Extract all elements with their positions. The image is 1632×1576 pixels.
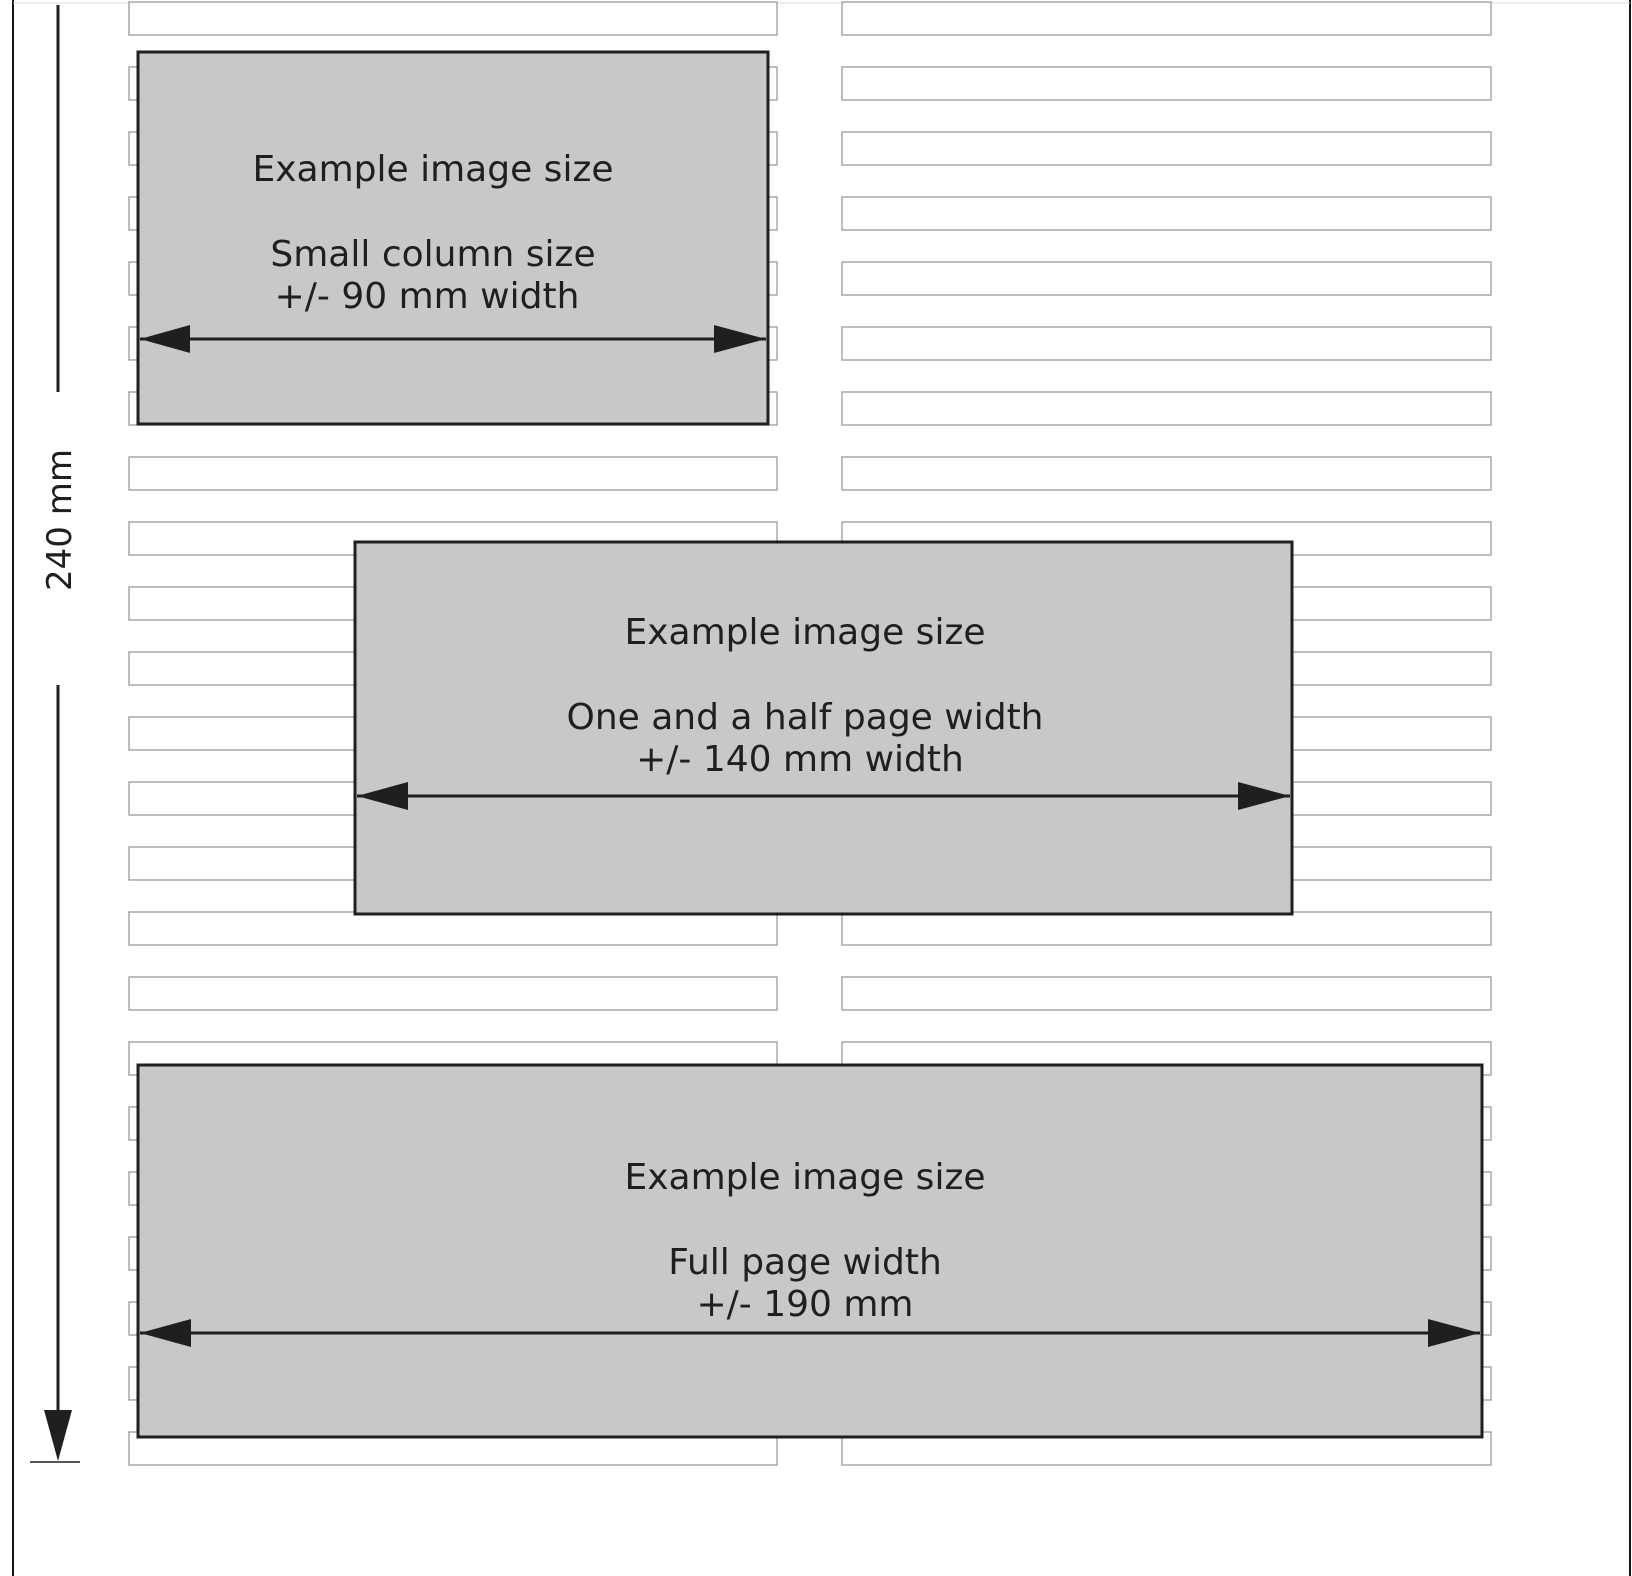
box-one-and-half: Example image size One and a half page w… [353, 540, 1294, 916]
box-small-column-area [136, 50, 770, 426]
box-full-page-line2: +/- 190 mm [696, 1284, 913, 1325]
height-dimension-label: 240 mm [40, 449, 80, 591]
box-full-page-line1: Full page width [668, 1242, 942, 1283]
box-one-and-half-line1: One and a half page width [567, 697, 1044, 738]
text-line-row-right [841, 261, 1492, 296]
text-line-row-right [841, 1, 1492, 36]
arrow-left-icon [357, 782, 408, 810]
arrow-left-icon [140, 1319, 191, 1347]
text-line-row-right [841, 131, 1492, 166]
text-line-row-right [841, 911, 1492, 946]
text-line-row-left [128, 911, 778, 946]
text-line-row-left [128, 976, 778, 1011]
text-line-row-right [841, 196, 1492, 231]
box-small-column-heading: Example image size [252, 149, 613, 190]
box-full-page-heading: Example image size [624, 1157, 985, 1198]
box-small-column-line1: Small column size [270, 234, 595, 275]
text-line-row-right [841, 976, 1492, 1011]
arrow-right-icon [1238, 782, 1290, 810]
box-full-page-area [136, 1063, 1484, 1439]
arrow-down-icon [44, 1410, 72, 1461]
arrow-right-icon [1428, 1319, 1480, 1347]
box-one-and-half-heading: Example image size [624, 612, 985, 653]
text-line-row-left [128, 1, 778, 36]
text-line-row-left [128, 456, 778, 491]
arrow-left-icon [140, 325, 190, 353]
box-full-page: Example image size Full page width +/- 1… [136, 1063, 1484, 1439]
text-line-row-right [841, 66, 1492, 101]
height-dimension: 240 mm [30, 5, 80, 1463]
text-line-row-right [841, 391, 1492, 426]
text-line-row-right [841, 456, 1492, 491]
text-line-row-right [841, 326, 1492, 361]
box-one-and-half-area [353, 540, 1294, 916]
arrow-right-icon [714, 325, 766, 353]
box-small-column: Example image size Small column size +/-… [136, 50, 770, 426]
box-one-and-half-line2: +/- 140 mm width [636, 739, 964, 780]
box-small-column-line2: +/- 90 mm width [275, 276, 580, 317]
